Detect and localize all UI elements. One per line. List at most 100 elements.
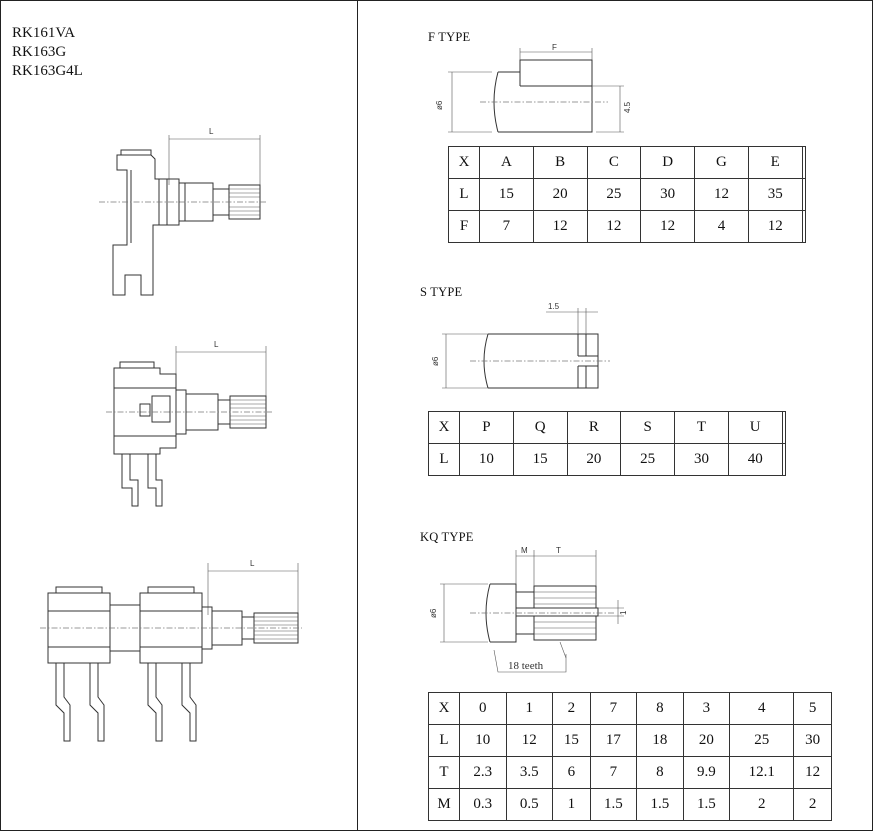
- table-cell: S: [620, 411, 676, 444]
- model-name: RK161VA: [12, 25, 76, 41]
- f-type-shaft-drawing: ø6 F 4.5: [435, 43, 632, 133]
- table-cell: 12: [694, 178, 749, 211]
- table-cell: 12: [532, 210, 588, 243]
- table-cell: [781, 411, 787, 444]
- table-cell: 4: [729, 692, 795, 725]
- table-row: M 0.3 0.5 1 1.5 1.5 1.5 2 2: [428, 788, 832, 821]
- table-row: L 10 15 20 25 30 40: [428, 443, 787, 476]
- table-cell: 17: [589, 724, 638, 757]
- table-cell: 3: [682, 692, 731, 725]
- table-cell: 10: [459, 443, 514, 476]
- s-type-table: X P Q R S T U L 10 15 20 25 30 40: [428, 411, 787, 476]
- table-cell: M: [428, 788, 460, 821]
- table-cell: 1.5: [636, 788, 684, 821]
- table-row: X A B C D G E: [448, 146, 807, 179]
- table-cell: 3.5: [505, 756, 553, 789]
- table-cell: [801, 146, 807, 179]
- s-type-title: S TYPE: [420, 285, 463, 299]
- table-cell: 30: [674, 443, 729, 476]
- table-cell: 7: [589, 692, 638, 725]
- table-cell: [801, 178, 807, 211]
- table-cell: 4: [694, 210, 749, 243]
- table-cell: 2: [552, 692, 591, 725]
- dim-label-knurl: 1: [619, 610, 628, 615]
- table-cell: 9.9: [682, 756, 731, 789]
- table-cell: L: [428, 724, 460, 757]
- f-type-table: X A B C D G E L 15 20 25 30 12 35 F 7 12…: [448, 146, 807, 243]
- table-cell: B: [532, 146, 588, 179]
- table-cell: 30: [640, 178, 696, 211]
- table-cell: 12: [640, 210, 696, 243]
- table-cell: 40: [727, 443, 783, 476]
- table-row: F 7 12 12 12 4 12: [448, 210, 807, 243]
- dim-label-l: L: [250, 559, 255, 568]
- model-name: RK163G4L: [12, 63, 83, 79]
- table-cell: 1.5: [589, 788, 638, 821]
- table-cell: F: [448, 210, 480, 243]
- table-cell: 12: [793, 756, 832, 789]
- table-cell: 25: [729, 724, 795, 757]
- table-cell: 35: [747, 178, 803, 211]
- table-cell: 0: [459, 692, 507, 725]
- table-cell: 1: [552, 788, 591, 821]
- table-cell: 5: [793, 692, 832, 725]
- model-name: RK163G: [12, 44, 67, 60]
- table-cell: 15: [512, 443, 568, 476]
- kq-type-title: KQ TYPE: [420, 530, 474, 544]
- table-cell: 8: [636, 692, 684, 725]
- dim-label-l: L: [209, 127, 214, 136]
- table-row: T 2.3 3.5 6 7 8 9.9 12.1 12: [428, 756, 832, 789]
- dim-label-l: L: [214, 340, 219, 349]
- table-cell: 25: [586, 178, 642, 211]
- table-cell: 0.3: [459, 788, 507, 821]
- table-cell: P: [459, 411, 514, 444]
- table-cell: T: [428, 756, 460, 789]
- dim-label-t: T: [556, 546, 561, 555]
- table-cell: C: [586, 146, 642, 179]
- table-cell: L: [448, 178, 480, 211]
- table-cell: 12: [586, 210, 642, 243]
- potentiometer-drawing-2: L: [106, 340, 272, 507]
- table-cell: 12.1: [729, 756, 795, 789]
- table-cell: 2.3: [459, 756, 507, 789]
- kq-type-shaft-drawing: ø6 M T 1 18 teeth: [429, 546, 628, 673]
- table-cell: E: [747, 146, 803, 179]
- table-cell: 12: [505, 724, 553, 757]
- table-row: X P Q R S T U: [428, 411, 787, 444]
- table-cell: 20: [532, 178, 588, 211]
- table-cell: L: [428, 443, 460, 476]
- table-cell: D: [640, 146, 696, 179]
- table-cell: T: [674, 411, 729, 444]
- table-cell: X: [428, 411, 460, 444]
- f-type-title: F TYPE: [428, 30, 471, 44]
- table-cell: [801, 210, 807, 243]
- table-cell: Q: [512, 411, 568, 444]
- table-cell: 7: [479, 210, 534, 243]
- table-cell: 6: [552, 756, 591, 789]
- column-divider: [357, 0, 358, 831]
- table-cell: 30: [793, 724, 832, 757]
- table-cell: 15: [479, 178, 534, 211]
- dim-label-diameter: ø6: [435, 100, 444, 110]
- table-cell: 10: [459, 724, 507, 757]
- table-cell: [781, 443, 787, 476]
- kq-type-table: X 0 1 2 7 8 3 4 5 L 10 12 15 17 18 20 25…: [428, 692, 832, 821]
- dim-label-diameter: ø6: [431, 356, 440, 366]
- teeth-label: 18 teeth: [508, 660, 544, 672]
- table-cell: 20: [566, 443, 622, 476]
- table-cell: U: [727, 411, 783, 444]
- table-cell: 0.5: [505, 788, 553, 821]
- model-list: RK161VA RK163G RK163G4L: [12, 24, 83, 81]
- table-cell: 8: [636, 756, 684, 789]
- table-row: X 0 1 2 7 8 3 4 5: [428, 692, 832, 725]
- table-cell: 2: [729, 788, 795, 821]
- table-cell: 1.5: [682, 788, 731, 821]
- table-cell: 12: [747, 210, 803, 243]
- s-type-shaft-drawing: ø6 1.5: [431, 302, 610, 389]
- table-cell: X: [428, 692, 460, 725]
- dim-label-flat: F: [552, 43, 557, 52]
- table-cell: 15: [552, 724, 591, 757]
- table-cell: 1: [505, 692, 553, 725]
- table-row: L 10 12 15 17 18 20 25 30: [428, 724, 832, 757]
- table-row: L 15 20 25 30 12 35: [448, 178, 807, 211]
